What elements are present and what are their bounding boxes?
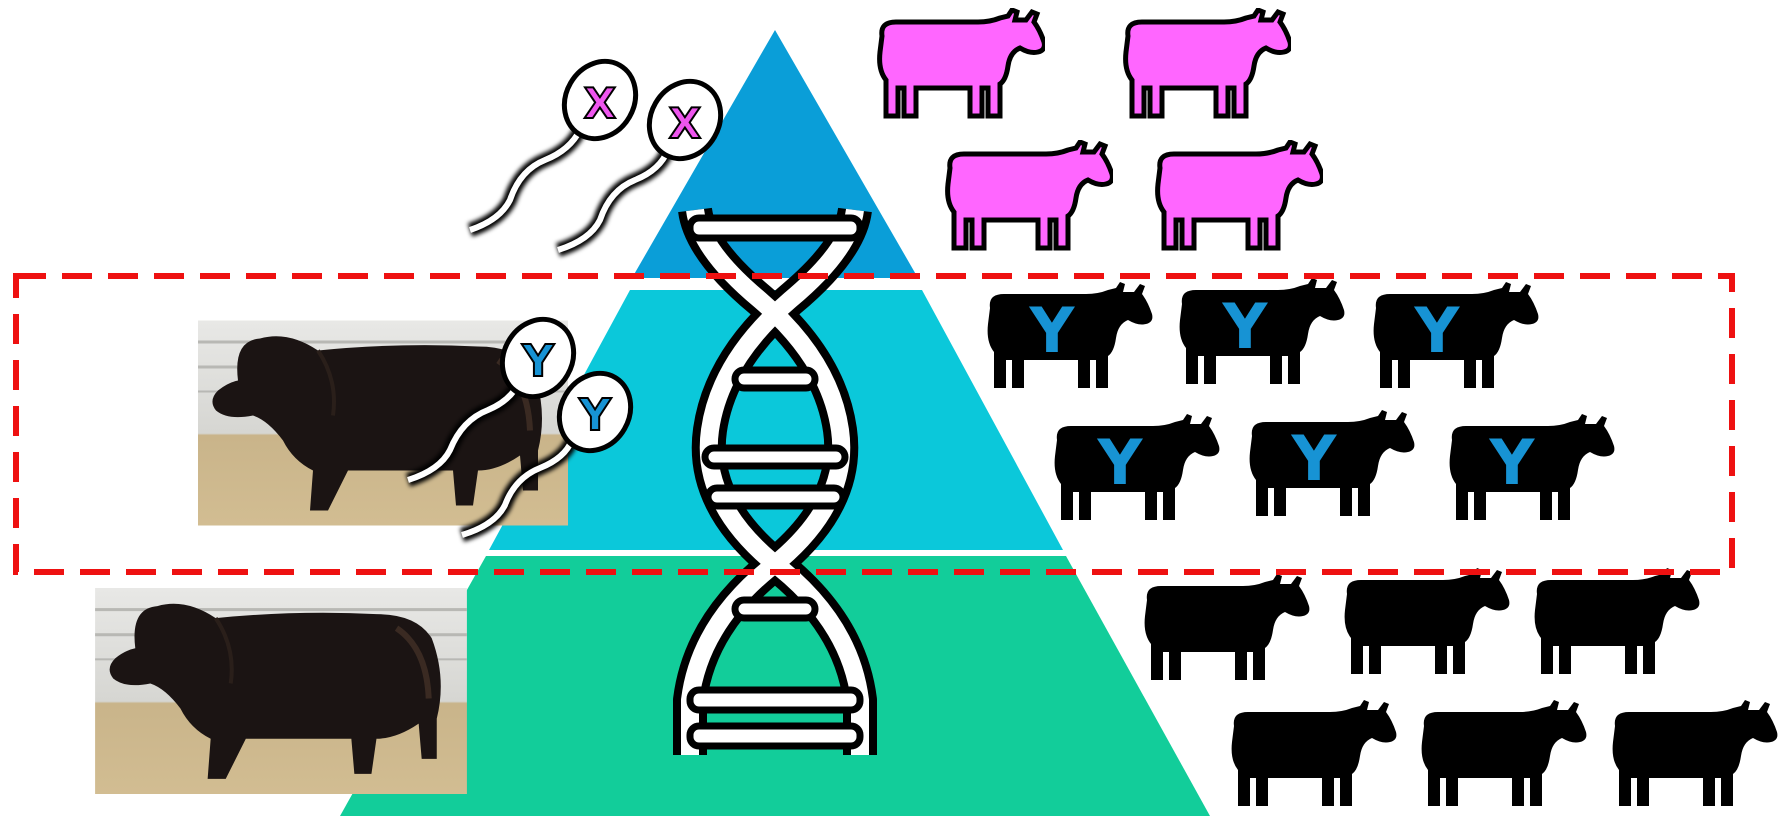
cow-silhouette-icon <box>1422 700 1587 806</box>
sperm-y-1-letter: Y <box>521 336 555 387</box>
cow-silhouette-icon <box>1613 700 1778 806</box>
cow-y-label: Y <box>1291 422 1338 495</box>
cow-silhouette-icon <box>880 10 1045 116</box>
cow-silhouette-icon <box>1126 10 1291 116</box>
pyramid-tier-bottom <box>340 556 1210 816</box>
cow-silhouette-icon <box>948 142 1113 248</box>
cow-silhouette-icon <box>1145 574 1310 680</box>
cow-silhouette-icon <box>1158 142 1323 248</box>
sperm-x-2-letter: X <box>669 99 701 148</box>
cow-y-label: Y <box>1029 294 1076 367</box>
female-cows <box>880 10 1323 248</box>
cow-silhouette-icon <box>1535 568 1700 674</box>
bull-photo-bottom <box>95 588 467 794</box>
male-cows-plain <box>1145 568 1778 806</box>
cow-y-label: Y <box>1489 426 1536 499</box>
sperm-x-1-letter: X <box>584 79 616 128</box>
cow-y-label: Y <box>1414 294 1461 367</box>
sperm-y-2-letter: Y <box>578 390 612 441</box>
sperm-x-1: X <box>470 48 649 230</box>
cow-y-label: Y <box>1097 426 1144 499</box>
cow-silhouette-icon <box>1232 700 1397 806</box>
cow-silhouette-icon <box>1345 568 1510 674</box>
cow-y-label: Y <box>1222 290 1269 363</box>
